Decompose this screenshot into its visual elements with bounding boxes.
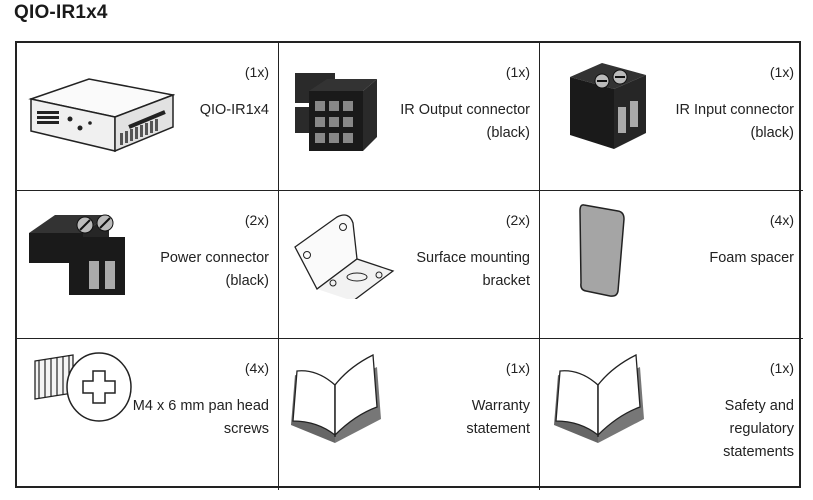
device-unit-icon bbox=[25, 71, 176, 166]
item-quantity: (1x) bbox=[505, 64, 530, 80]
item-label: IR Output connector (black) bbox=[400, 102, 530, 141]
item-quantity: (1x) bbox=[769, 64, 794, 80]
item-quantity: (2x) bbox=[244, 212, 269, 228]
item-label: Foam spacer bbox=[709, 250, 794, 266]
contents-table: (1x) QIO-IR1x4 (1x) IR Output connector bbox=[15, 41, 803, 490]
item-cell-bracket: (2x) Surface mounting bracket bbox=[279, 191, 540, 339]
power-connector-icon bbox=[25, 201, 125, 306]
item-cell-safety: (1x) Safety and regulatory statements bbox=[540, 339, 803, 490]
item-label: Surface mounting bracket bbox=[416, 250, 530, 289]
item-label: Power connector (black) bbox=[160, 250, 269, 289]
booklet-icon bbox=[548, 345, 648, 450]
item-cell-power: (2x) Power connector (black) bbox=[17, 191, 279, 339]
mounting-bracket-icon bbox=[287, 209, 397, 304]
screw-icon bbox=[25, 347, 135, 432]
item-quantity: (4x) bbox=[769, 212, 794, 228]
foam-spacer-icon bbox=[578, 199, 628, 304]
item-quantity: (2x) bbox=[505, 212, 530, 228]
item-label: QIO-IR1x4 bbox=[199, 102, 269, 118]
item-quantity: (1x) bbox=[769, 360, 794, 376]
item-cell-foam: (4x) Foam spacer bbox=[540, 191, 803, 339]
item-label: IR Input connector (black) bbox=[675, 102, 795, 141]
item-cell-screws: (4x) M4 x 6 mm pan head screws bbox=[17, 339, 279, 490]
item-quantity: (1x) bbox=[244, 64, 269, 80]
item-label: M4 x 6 mm pan head screws bbox=[132, 398, 269, 437]
item-cell-warranty: (1x) Warranty statement bbox=[279, 339, 540, 490]
item-cell-ir-input: (1x) IR Input connector (black) bbox=[540, 43, 803, 191]
item-cell-ir-output: (1x) IR Output connector (black) bbox=[279, 43, 540, 191]
ir-input-connector-icon bbox=[562, 57, 652, 162]
booklet-icon bbox=[285, 345, 385, 450]
item-quantity: (1x) bbox=[505, 360, 530, 376]
page-title: QIO-IR1x4 bbox=[14, 2, 108, 23]
ir-output-connector-icon bbox=[287, 61, 377, 166]
item-label: Warranty statement bbox=[466, 398, 530, 437]
item-label: Safety and regulatory statements bbox=[723, 398, 794, 460]
item-quantity: (4x) bbox=[244, 360, 269, 376]
item-cell-device: (1x) QIO-IR1x4 bbox=[17, 43, 279, 191]
